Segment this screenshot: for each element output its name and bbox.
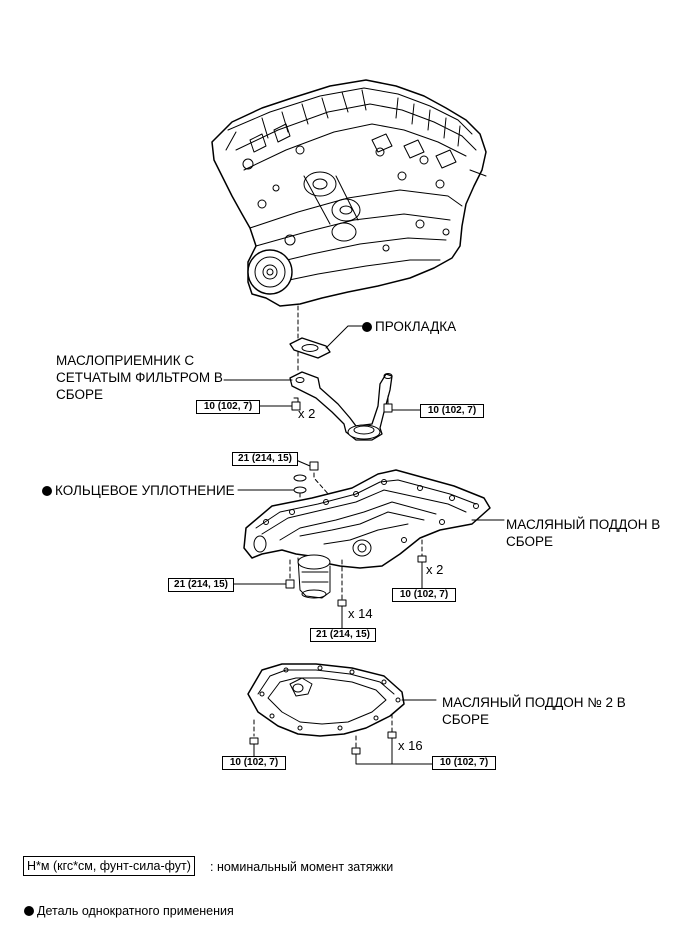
qty-pan-bottom: x 14: [348, 606, 373, 621]
oil-pan-no2-bolts: [249, 731, 397, 755]
legend-torque-description: : номинальный момент затяжки: [210, 860, 394, 874]
bolt-21-top: [295, 459, 319, 471]
torque-spec-strainer-right: 10 (102, 7): [420, 404, 484, 418]
strainer-bolts: [291, 395, 393, 413]
gasket-label: ПРОКЛАДКА: [362, 318, 456, 335]
engine-block: [211, 79, 487, 307]
non-reusable-marker: [362, 322, 372, 332]
oil-pan-bolts: [285, 555, 427, 617]
non-reusable-marker: [42, 486, 52, 496]
legend-non-reusable: Деталь однократного применения: [24, 903, 234, 919]
non-reusable-marker: [24, 906, 34, 916]
torque-spec-strainer-left: 10 (102, 7): [196, 400, 260, 414]
o-ring-part: [293, 474, 307, 494]
qty-strainer: x 2: [298, 406, 316, 421]
qty-pan-right: x 2: [426, 562, 444, 577]
qty-pan2: x 16: [398, 738, 423, 753]
torque-spec-pan-bottom: 21 (214, 15): [310, 628, 376, 642]
oil-strainer-part: [289, 371, 393, 441]
strainer-label: МАСЛОПРИЕМНИК С СЕТЧАТЫМ ФИЛЬТРОМ В СБОР…: [56, 353, 223, 402]
gasket-part: [289, 337, 331, 359]
oil-pan-part: [243, 469, 491, 599]
oil-pan-no2-label: МАСЛЯНЫЙ ПОДДОН № 2 В СБОРЕ: [442, 695, 626, 727]
torque-spec-pan-top: 21 (214, 15): [232, 452, 298, 466]
torque-spec-pan-right: 10 (102, 7): [392, 588, 456, 602]
oil-pan-label: МАСЛЯНЫЙ ПОДДОН В СБОРЕ: [506, 517, 661, 549]
torque-spec-pan2-right: 10 (102, 7): [432, 756, 496, 770]
torque-spec-pan2-left: 10 (102, 7): [222, 756, 286, 770]
torque-spec-pan-left: 21 (214, 15): [168, 578, 234, 592]
legend-torque-unit: Н*м (кгс*см, фунт-сила-фут): [23, 856, 195, 876]
oil-pan-no2-part: [247, 663, 405, 737]
o-ring-label: КОЛЬЦЕВОЕ УПЛОТНЕНИЕ: [42, 482, 235, 499]
